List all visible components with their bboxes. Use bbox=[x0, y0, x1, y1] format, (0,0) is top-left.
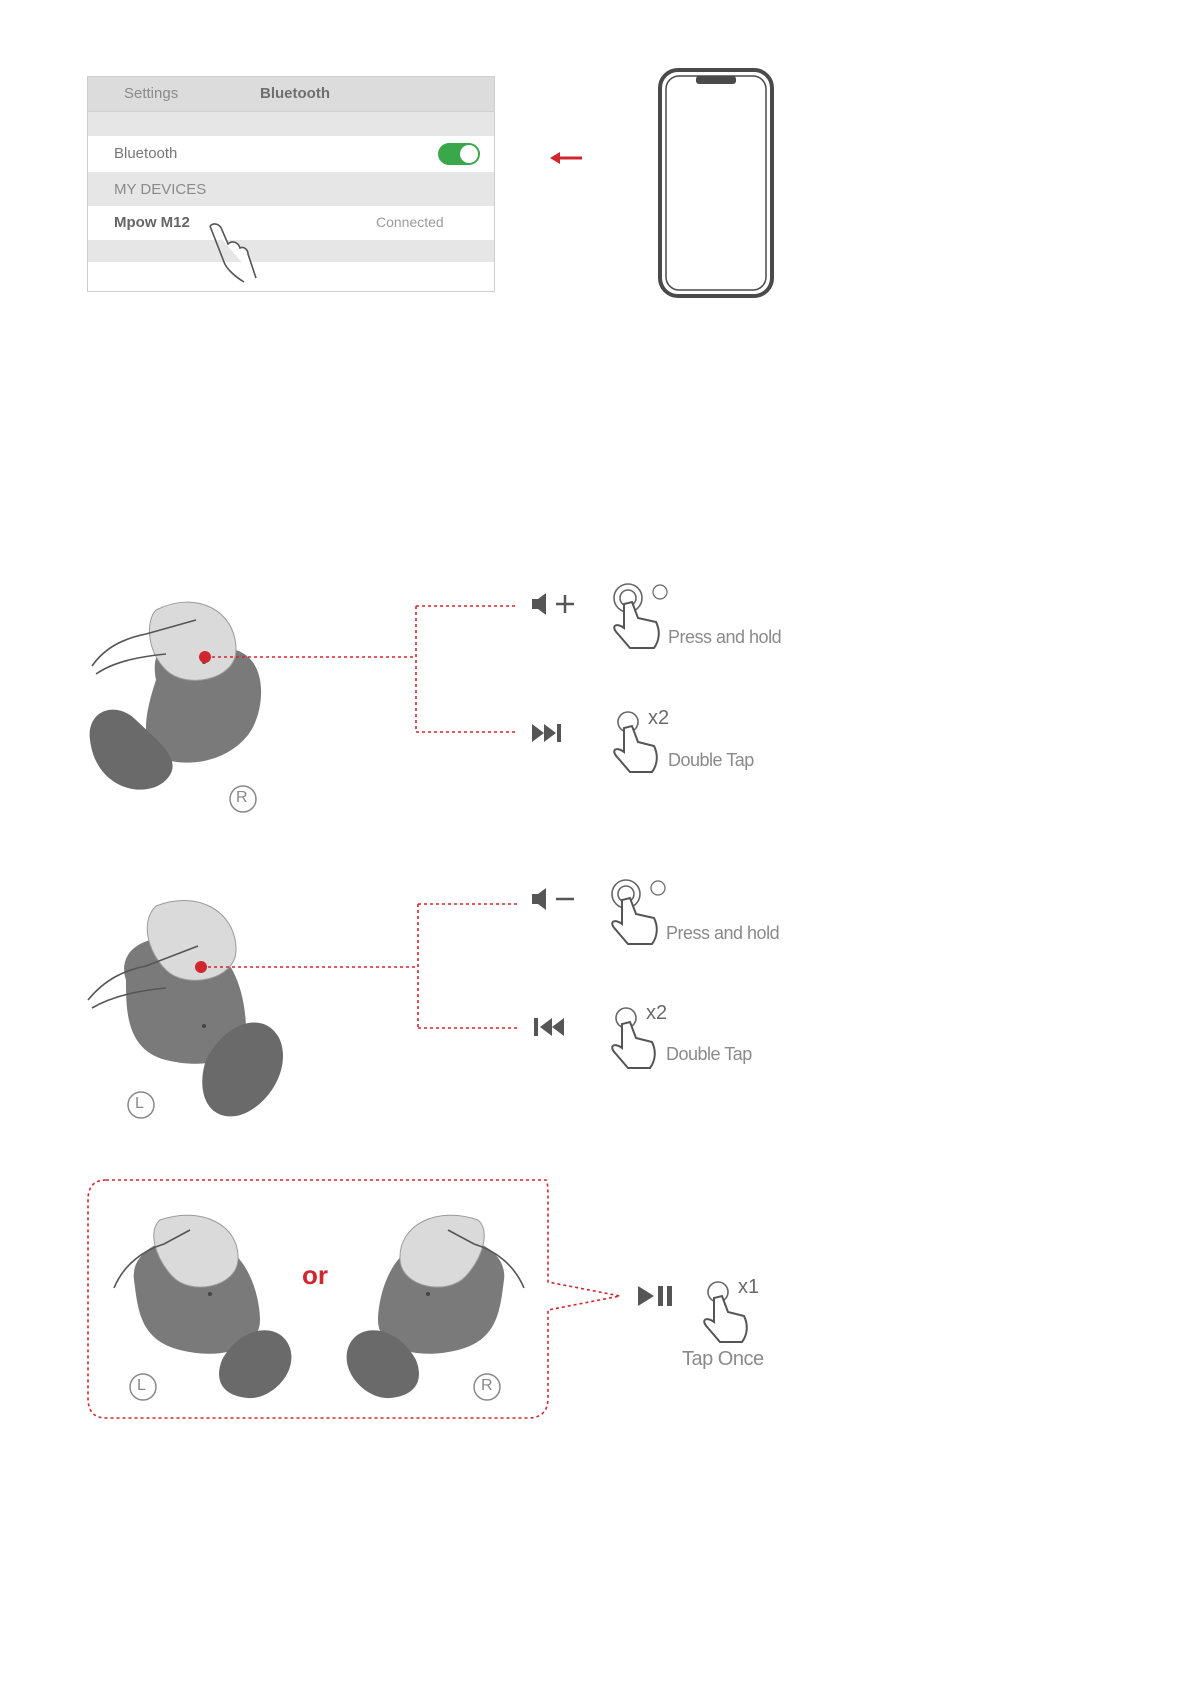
right-connector-lines bbox=[212, 600, 522, 740]
vol-down-gesture-label: Press and hold bbox=[666, 923, 779, 944]
next-track-tap-count: x2 bbox=[648, 707, 669, 730]
settings-header: Settings Bluetooth bbox=[88, 77, 494, 112]
vol-up-gesture-label: Press and hold bbox=[668, 627, 781, 648]
play-left-badge-label: L bbox=[137, 1377, 146, 1395]
left-connector-lines bbox=[208, 898, 522, 1038]
play-right-badge-label: R bbox=[481, 1377, 493, 1395]
settings-back-link[interactable]: Settings bbox=[124, 85, 178, 102]
section-gap-bottom bbox=[88, 240, 494, 262]
right-touch-point-icon bbox=[198, 650, 212, 664]
device-name: Mpow M12 bbox=[114, 214, 190, 231]
press-hold-hand-icon bbox=[606, 878, 666, 950]
my-devices-header: MY DEVICES bbox=[88, 172, 494, 206]
device-status: Connected bbox=[376, 214, 444, 230]
volume-up-icon bbox=[530, 591, 576, 617]
device-row-mpow[interactable]: Mpow M12 Connected bbox=[88, 206, 494, 240]
bluetooth-toggle-label: Bluetooth bbox=[114, 145, 177, 162]
left-side-badge-label: L bbox=[135, 1095, 144, 1113]
next-track-gesture-label: Double Tap bbox=[668, 750, 754, 771]
previous-track-gesture-label: Double Tap bbox=[666, 1044, 752, 1065]
right-side-badge-label: R bbox=[236, 789, 248, 807]
previous-track-tap-count: x2 bbox=[646, 1002, 667, 1025]
or-label: or bbox=[302, 1260, 328, 1291]
left-touch-point-icon bbox=[194, 960, 208, 974]
red-arrow-left-icon bbox=[548, 150, 584, 166]
play-pause-icon bbox=[636, 1284, 676, 1308]
press-hold-hand-icon bbox=[608, 582, 668, 654]
page-title: Bluetooth bbox=[260, 85, 330, 102]
previous-track-icon bbox=[532, 1016, 568, 1038]
play-pause-tap-count: x1 bbox=[738, 1276, 759, 1299]
bluetooth-toggle-switch[interactable] bbox=[438, 143, 480, 165]
bluetooth-settings-panel: Settings Bluetooth Bluetooth MY DEVICES … bbox=[87, 76, 495, 292]
section-gap bbox=[88, 112, 494, 136]
tap-hand-icon bbox=[204, 220, 264, 284]
bluetooth-toggle-row: Bluetooth bbox=[88, 136, 494, 172]
my-devices-label: MY DEVICES bbox=[114, 181, 206, 198]
play-pause-gesture-label: Tap Once bbox=[682, 1348, 764, 1371]
smartphone-icon bbox=[656, 66, 776, 300]
volume-down-icon bbox=[530, 886, 576, 912]
next-track-icon bbox=[530, 722, 566, 744]
